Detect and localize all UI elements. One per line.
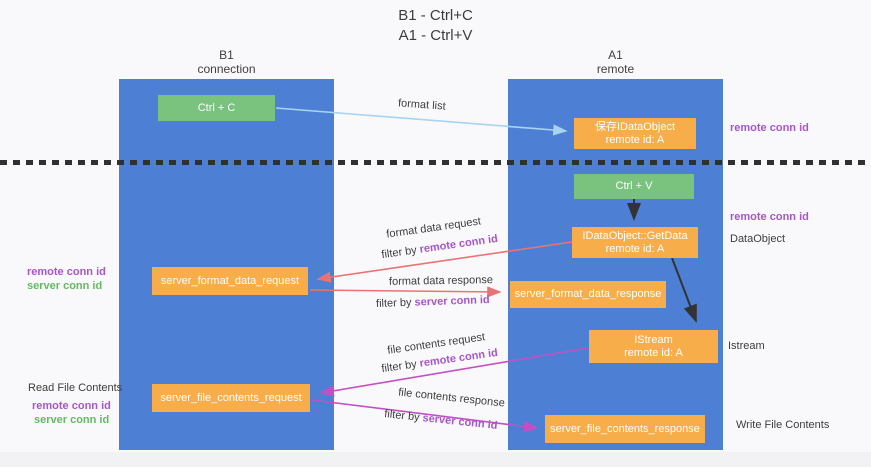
- node-ctrl-v: Ctrl + V: [574, 174, 694, 199]
- machine-boundary-dashed-line: [0, 160, 871, 165]
- side-label-istream: Istream: [728, 340, 765, 352]
- node-file-response-label: server_file_contents_response: [550, 422, 700, 435]
- node-getdata-line2: remote id: A: [605, 242, 665, 255]
- side-label-remote-conn-id-left1: remote conn id: [27, 266, 106, 278]
- node-file-request-label: server_file_contents_request: [160, 391, 302, 404]
- node-saved-dataobject-line2: remote id: A: [605, 133, 665, 146]
- node-getdata-line1: IDataObject::GetData: [582, 229, 688, 242]
- node-format-request-label: server_format_data_request: [160, 274, 300, 287]
- node-saved-dataobject: 保存IDataObject remote id: A: [574, 118, 696, 149]
- side-label-write-file-contents: Write File Contents: [736, 419, 830, 431]
- node-format-response-label: server_format_data_response: [514, 288, 662, 300]
- arrow-format-data-response: [309, 286, 502, 298]
- lifeline-b1-subtitle: connection: [197, 62, 256, 76]
- side-label-remote-conn-id-top: remote conn id: [730, 122, 809, 134]
- node-idataobject-getdata: IDataObject::GetData remote id: A: [572, 227, 698, 258]
- diagram-title: B1 - Ctrl+C A1 - Ctrl+V: [0, 6, 871, 46]
- lifeline-a1-subtitle: remote: [596, 62, 635, 76]
- side-label-dataobject: DataObject: [730, 233, 786, 245]
- server-conn-id-text: server conn id: [421, 412, 498, 432]
- side-label-read-file-contents: Read File Contents: [28, 382, 123, 394]
- server-conn-id-text: server conn id: [414, 294, 490, 309]
- node-saved-dataobject-line1: 保存IDataObject: [594, 120, 676, 133]
- node-ctrl-v-label: Ctrl + V: [615, 180, 653, 192]
- edge-label-format-data-response: format data response: [388, 274, 494, 288]
- node-server-format-data-request: server_format_data_request: [152, 267, 308, 295]
- node-istream-line1: IStream: [634, 333, 673, 346]
- edge-label-file-contents-response: file contents response: [397, 386, 506, 410]
- node-server-file-contents-response: server_file_contents_response: [545, 415, 705, 443]
- lifeline-header-b1: B1 connection: [119, 48, 334, 76]
- title-line-2: A1 - Ctrl+V: [398, 27, 473, 44]
- side-label-remote-conn-id-left2: remote conn id: [32, 400, 111, 412]
- filter-by-text: filter by: [383, 408, 421, 424]
- filter-by-text: filter by: [380, 244, 418, 262]
- node-istream-line2: remote id: A: [624, 346, 683, 359]
- filter-by-text: filter by: [375, 296, 412, 310]
- node-ctrl-c: Ctrl + C: [158, 95, 275, 121]
- node-istream: IStream remote id: A: [589, 330, 718, 363]
- lifeline-a1-title: A1: [608, 48, 623, 62]
- title-line-1: B1 - Ctrl+C: [398, 7, 473, 24]
- edge-label-format-list: format list: [397, 97, 447, 113]
- side-label-server-conn-id-left1: server conn id: [27, 280, 103, 292]
- node-server-format-data-response: server_format_data_response: [510, 281, 666, 308]
- node-server-file-contents-request: server_file_contents_request: [152, 384, 310, 412]
- side-label-server-conn-id-left2: server conn id: [34, 414, 110, 426]
- node-ctrl-c-label: Ctrl + C: [197, 101, 236, 114]
- filter-by-text: filter by: [380, 358, 418, 376]
- remote-conn-id-text: remote conn id: [418, 232, 499, 256]
- lifeline-header-a1: A1 remote: [508, 48, 723, 76]
- bottom-strip: [0, 452, 871, 467]
- side-label-remote-conn-id-mid: remote conn id: [730, 211, 809, 223]
- lifeline-b1-title: B1: [219, 48, 234, 62]
